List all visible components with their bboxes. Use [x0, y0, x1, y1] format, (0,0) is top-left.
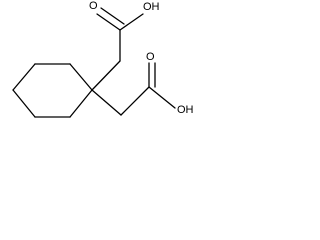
carbonyl-double-bond: [100, 7, 125, 25]
hydroxyl-bond: [148, 86, 176, 109]
hydroxyl-bond: [119, 13, 144, 31]
hydroxyl-label-right: OH: [177, 104, 194, 116]
oxygen-label-right: O: [146, 51, 155, 63]
carbonyl-double-bond: [96, 13, 121, 31]
skeletal-formula: O OH O OH: [12, 0, 194, 118]
ring-bond: [12, 63, 36, 91]
upper-acetic-acid-arm: [91, 7, 144, 91]
structure-canvas: O OH O OH: [0, 0, 206, 128]
ring-bond: [12, 89, 36, 118]
ch2-bond: [91, 60, 121, 91]
ring-bond: [69, 89, 93, 118]
ch2-bond: [91, 89, 122, 116]
oxygen-label-top: O: [89, 0, 98, 12]
hydroxyl-label-top: OH: [143, 1, 160, 13]
ch2-bond: [120, 86, 150, 116]
ring-bond: [69, 63, 93, 91]
cyclohexane-ring: [12, 63, 93, 118]
right-acetic-acid-arm: [91, 62, 176, 116]
